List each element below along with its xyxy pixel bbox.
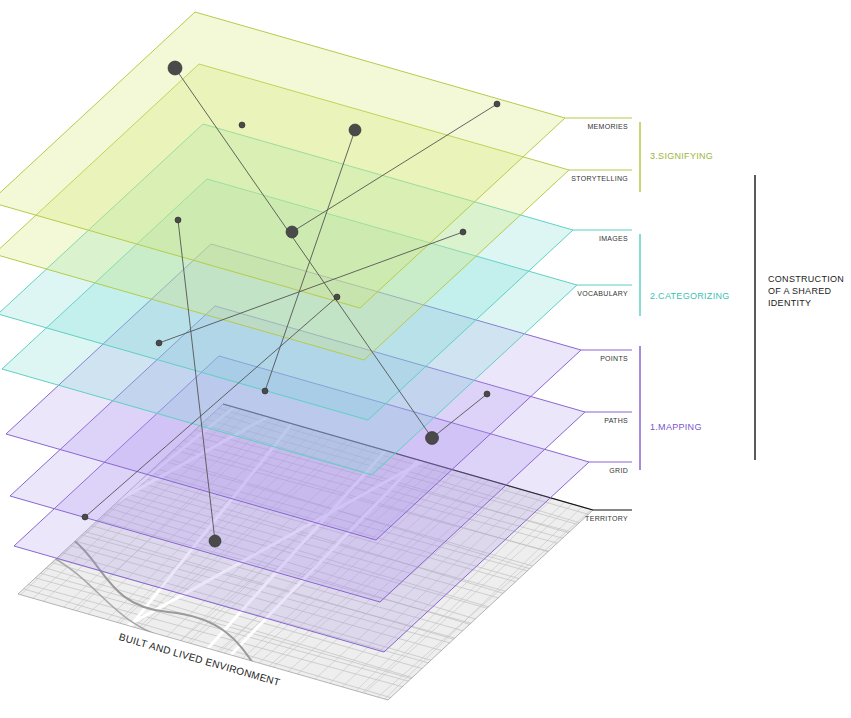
point-dot bbox=[426, 432, 439, 445]
group-label: 3.SIGNIFYING bbox=[650, 151, 713, 161]
group-label: 2.CATEGORIZING bbox=[650, 291, 730, 301]
group-bracket bbox=[639, 346, 641, 470]
layer-label: VOCABULARY bbox=[577, 290, 628, 297]
point-dot bbox=[168, 61, 182, 75]
link-line bbox=[159, 232, 463, 343]
group-label: CONSTRUCTION OF A SHARED IDENTITY bbox=[768, 274, 848, 309]
point-dot bbox=[494, 101, 500, 107]
layer-tick bbox=[585, 411, 632, 412]
layer-label: TERRITORY bbox=[585, 515, 628, 522]
group-bracket bbox=[754, 175, 756, 460]
layer-tick bbox=[565, 117, 632, 118]
layer-label: MEMORIES bbox=[587, 123, 628, 130]
point-dot bbox=[460, 229, 466, 235]
point-dot bbox=[82, 514, 88, 520]
point-dot bbox=[349, 124, 361, 136]
group-bracket bbox=[639, 234, 641, 316]
point-dot bbox=[156, 340, 162, 346]
link-line bbox=[432, 394, 487, 438]
group-bracket bbox=[639, 122, 641, 192]
layer-tick bbox=[593, 509, 632, 510]
link-line bbox=[292, 104, 497, 232]
point-dot bbox=[334, 294, 340, 300]
layer-label: POINTS bbox=[600, 355, 628, 362]
layer-label: GRID bbox=[609, 467, 628, 474]
layer-plane bbox=[0, 12, 565, 308]
layer-tick bbox=[577, 284, 632, 285]
layer-label: PATHS bbox=[604, 417, 628, 424]
link-line bbox=[178, 220, 215, 541]
point-dot bbox=[175, 217, 181, 223]
layer-tick bbox=[581, 349, 632, 350]
layer-tick bbox=[573, 229, 632, 230]
point-dot bbox=[262, 388, 268, 394]
link-line bbox=[85, 297, 337, 517]
point-dot bbox=[209, 535, 221, 547]
point-dot bbox=[484, 391, 490, 397]
layer-label: IMAGES bbox=[599, 235, 628, 242]
point-dot bbox=[286, 226, 298, 238]
layer-tick bbox=[569, 169, 632, 170]
point-dot bbox=[239, 122, 245, 128]
group-label: 1.MAPPING bbox=[650, 422, 702, 432]
link-line bbox=[175, 68, 432, 438]
layer-label: STORYTELLING bbox=[571, 175, 628, 182]
layer-tick bbox=[589, 461, 632, 462]
link-line bbox=[265, 130, 355, 391]
